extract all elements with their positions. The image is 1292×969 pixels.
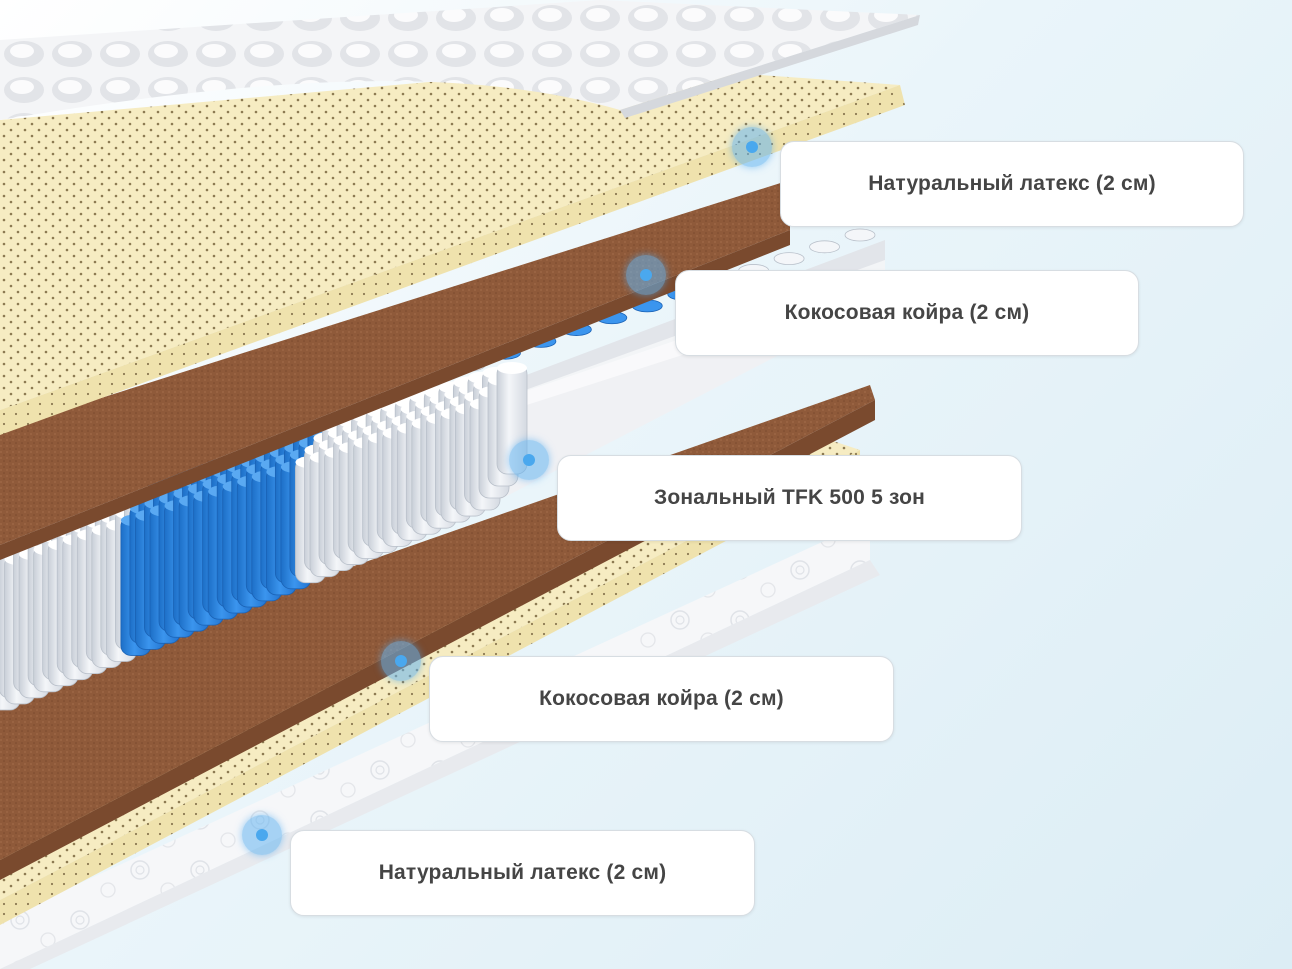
- callout-bottom-coir[interactable]: Кокосовая койра (2 см): [429, 656, 894, 742]
- hotspot-dot-icon[interactable]: [381, 641, 421, 681]
- callout-label: Кокосовая койра (2 см): [539, 687, 784, 711]
- pocket-spring-top: [774, 253, 804, 265]
- hotspot-dot-icon[interactable]: [626, 255, 666, 295]
- callout-springs[interactable]: Зональный TFK 500 5 зон: [557, 455, 1022, 541]
- hotspot-dot-icon[interactable]: [509, 440, 549, 480]
- hotspot-dot-icon[interactable]: [732, 127, 772, 167]
- callout-label: Зональный TFK 500 5 зон: [654, 486, 925, 510]
- callout-bottom-latex[interactable]: Натуральный латекс (2 см): [290, 830, 755, 916]
- callout-label: Кокосовая койра (2 см): [785, 301, 1030, 325]
- pocket-spring-top: [497, 362, 527, 374]
- hotspot-dot-icon[interactable]: [242, 815, 282, 855]
- pocket-spring-top: [810, 241, 840, 253]
- callout-top-coir[interactable]: Кокосовая койра (2 см): [675, 270, 1139, 356]
- callout-label: Натуральный латекс (2 см): [868, 172, 1156, 196]
- pocket-spring-top: [845, 229, 875, 241]
- callout-top-latex[interactable]: Натуральный латекс (2 см): [780, 141, 1244, 227]
- callout-label: Натуральный латекс (2 см): [379, 861, 667, 885]
